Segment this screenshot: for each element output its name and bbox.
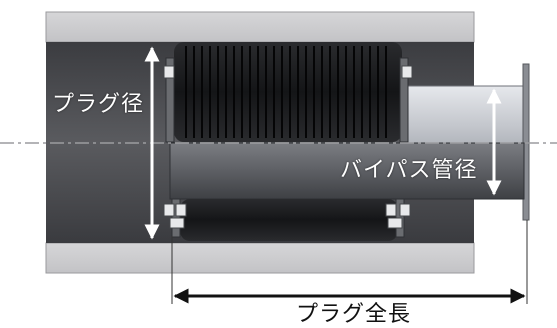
bypass-flange (522, 63, 530, 221)
plug-total-length-label: プラグ全長 (296, 302, 412, 327)
pipe-wall-top (45, 11, 475, 43)
rubber-ribs (185, 46, 387, 138)
end-plate-right-top (399, 57, 409, 143)
bypass-pipe-diameter-label: バイパス管径 (340, 158, 478, 183)
plug-rubber-bottom (180, 199, 398, 241)
plug-rubber-top (174, 42, 402, 142)
end-plate-left-top (165, 57, 175, 143)
pipe-wall-bottom (45, 242, 475, 274)
bolts (163, 65, 413, 229)
plug-diameter-label: プラグ径 (52, 92, 145, 117)
